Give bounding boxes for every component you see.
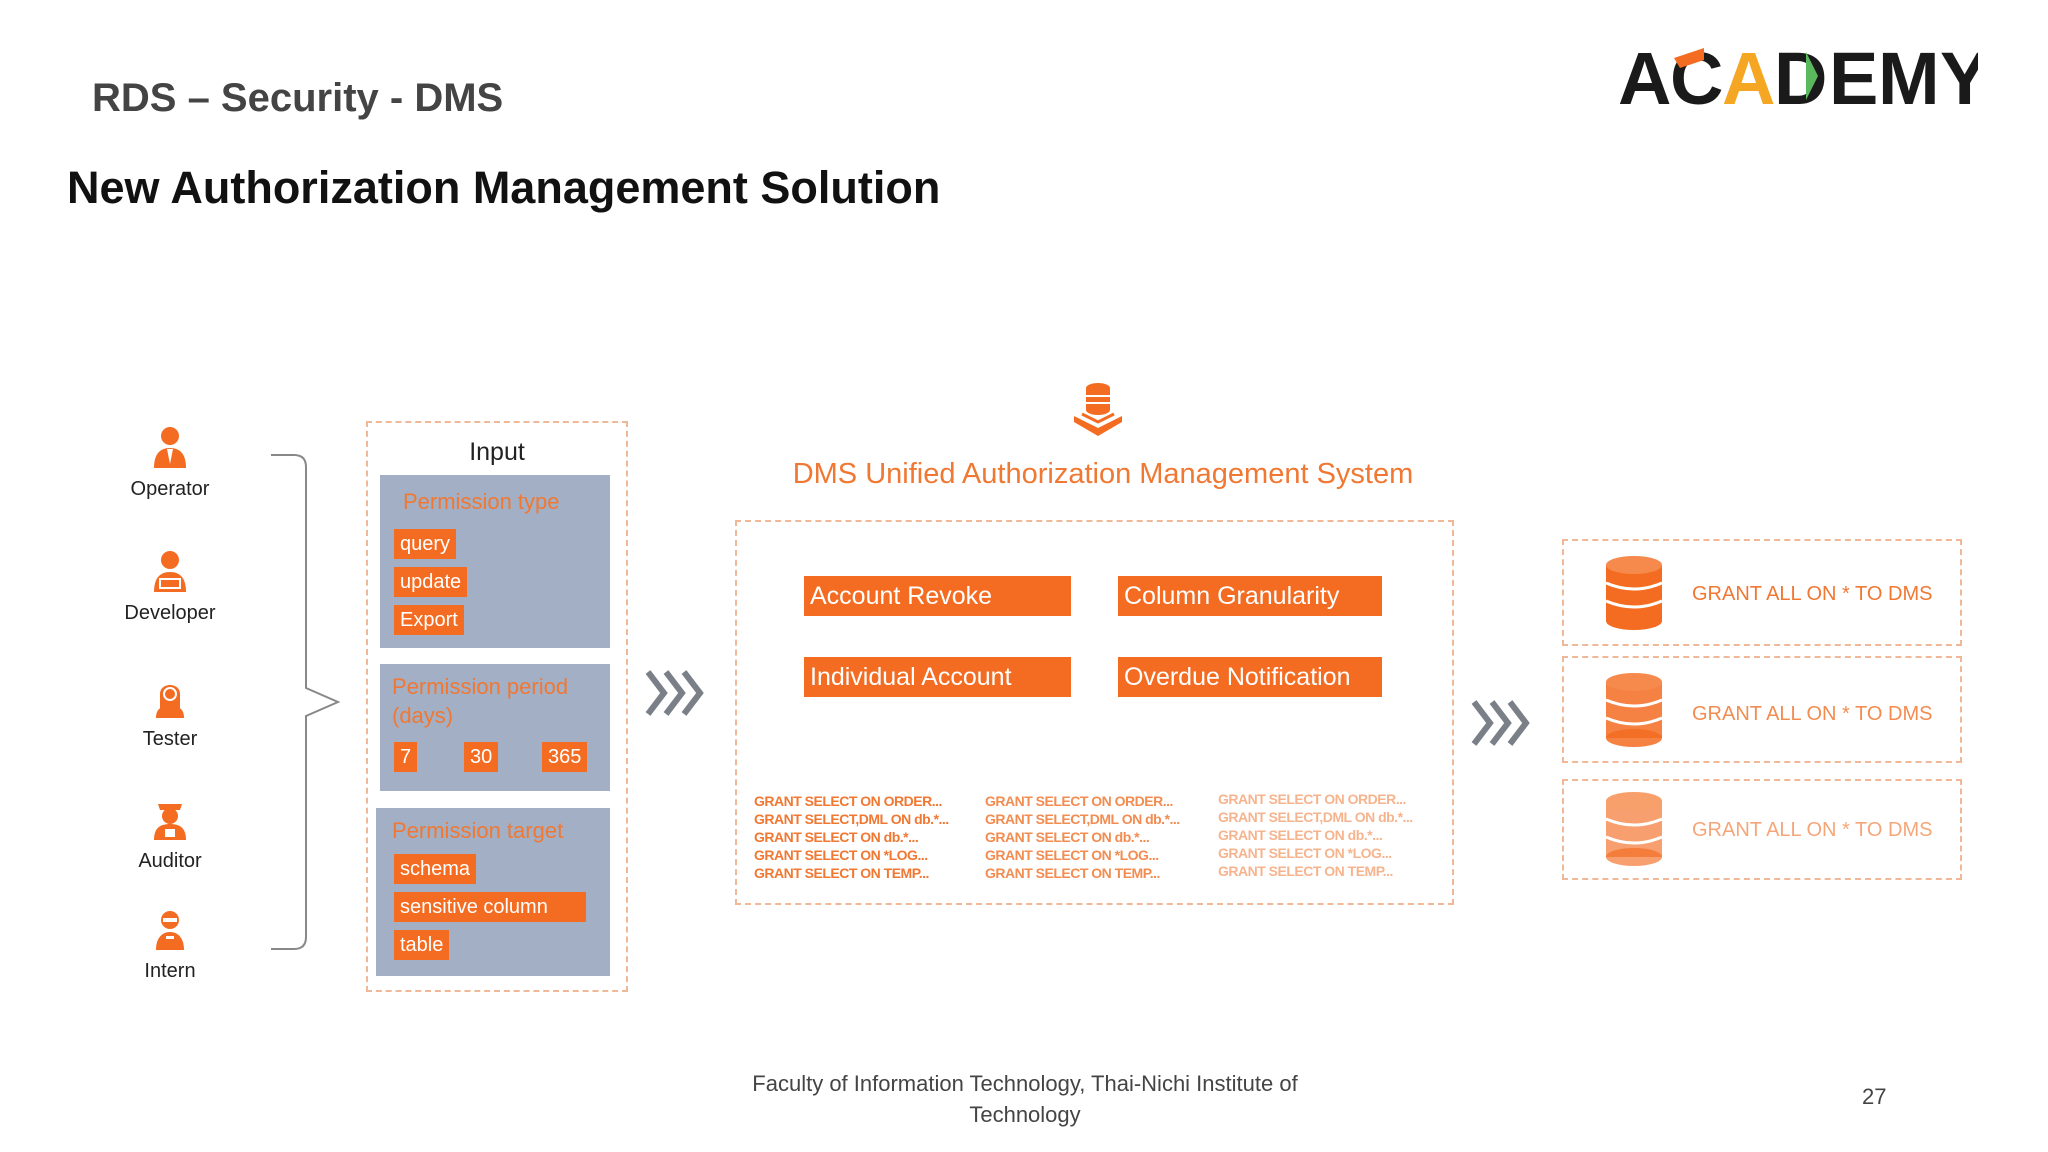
grant-statement: GRANT SELECT ON ORDER...: [985, 793, 1173, 809]
grant-statement-list: GRANT SELECT ON ORDER... GRANT SELECT,DM…: [754, 792, 949, 882]
feature-overdue-notification: Overdue Notification: [1118, 657, 1382, 697]
flow-arrow-icon: [1471, 700, 1530, 746]
footer-text: Faculty of Information Technology, Thai-…: [700, 1068, 1350, 1130]
system-title: DMS Unified Authorization Management Sys…: [792, 458, 1414, 490]
database-icon: [1605, 792, 1663, 866]
role-label: Intern: [144, 960, 196, 982]
permission-target-option[interactable]: table: [394, 930, 450, 960]
flow-arrow-icon: [645, 670, 704, 716]
slide-title: RDS – Security - DMS: [92, 76, 504, 120]
grant-statement: GRANT SELECT,DML ON db.*...: [1218, 809, 1413, 825]
grant-statement: GRANT SELECT ON *LOG...: [1218, 845, 1392, 861]
permission-period-title: Permission period: [392, 674, 569, 699]
grant-statement: GRANT SELECT ON TEMP...: [754, 865, 929, 881]
roles-bracket: [271, 454, 341, 950]
permission-period-unit: (days): [392, 703, 454, 728]
grant-statement: GRANT SELECT ON TEMP...: [985, 865, 1160, 881]
permission-period-option[interactable]: 7: [394, 742, 418, 772]
grant-statement: GRANT SELECT ON db.*...: [1218, 827, 1383, 843]
grant-statement: GRANT SELECT ON *LOG...: [985, 847, 1159, 863]
permission-target-title: Permission target: [392, 818, 564, 843]
svg-text:Y: Y: [1940, 37, 1978, 116]
role-developer: Developer: [90, 548, 250, 625]
tester-icon: [156, 685, 184, 718]
svg-text:E: E: [1829, 37, 1878, 116]
page-number: 27: [1862, 1084, 1887, 1109]
role-label: Developer: [124, 602, 216, 624]
grant-statement: GRANT SELECT ON ORDER...: [1218, 791, 1406, 807]
grant-statement: GRANT SELECT ON *LOG...: [754, 847, 928, 863]
grant-statement-list: GRANT SELECT ON ORDER... GRANT SELECT,DM…: [1218, 790, 1413, 880]
svg-text:C: C: [1670, 37, 1723, 116]
output-grant-label: GRANT ALL ON * TO DMS: [1692, 703, 1933, 725]
output-grant-box: GRANT ALL ON * TO DMS: [1562, 779, 1962, 880]
feature-individual-account: Individual Account: [804, 657, 1071, 697]
permission-target-section: Permission target schema sensitive colum…: [376, 808, 610, 976]
svg-text:A: A: [1618, 37, 1671, 116]
output-grant-label: GRANT ALL ON * TO DMS: [1692, 819, 1933, 841]
output-grant-label: GRANT ALL ON * TO DMS: [1692, 583, 1933, 605]
role-label: Auditor: [138, 850, 202, 872]
footer-line: Technology: [969, 1102, 1081, 1127]
grant-statement: GRANT SELECT,DML ON db.*...: [754, 811, 949, 827]
role-label: Operator: [130, 478, 210, 500]
feature-column-granularity: Column Granularity: [1118, 576, 1382, 616]
permission-period-option[interactable]: 30: [464, 742, 499, 772]
role-tester: Tester: [90, 674, 250, 751]
grant-statement: GRANT SELECT ON TEMP...: [1218, 863, 1393, 879]
grant-statement: GRANT SELECT ON db.*...: [754, 829, 919, 845]
role-auditor: Auditor: [90, 796, 250, 873]
database-icon: [1605, 556, 1663, 630]
database-icon: [1605, 673, 1663, 747]
svg-text:A: A: [1722, 37, 1775, 116]
permission-period-option[interactable]: 365: [542, 742, 588, 772]
grant-statement-list: GRANT SELECT ON ORDER... GRANT SELECT,DM…: [985, 792, 1180, 882]
permission-period-section: Permission period (days) 7 30 365: [380, 664, 610, 791]
footer-line: Faculty of Information Technology, Thai-…: [752, 1071, 1298, 1096]
output-grant-box: GRANT ALL ON * TO DMS: [1562, 539, 1962, 646]
permission-type-option[interactable]: Export: [394, 605, 464, 635]
feature-account-revoke: Account Revoke: [804, 576, 1071, 616]
database-stack-icon: [1074, 383, 1122, 436]
input-panel: [366, 421, 628, 992]
intern-icon: [156, 911, 184, 950]
developer-icon: [154, 551, 186, 592]
operator-icon: [154, 427, 186, 468]
grant-statement: GRANT SELECT,DML ON db.*...: [985, 811, 1180, 827]
svg-text:M: M: [1878, 37, 1940, 116]
role-operator: Operator: [90, 424, 250, 501]
slide-subtitle: New Authorization Management Solution: [67, 162, 941, 213]
permission-type-option[interactable]: query: [394, 529, 457, 559]
permission-target-option[interactable]: schema: [394, 854, 477, 884]
grant-statement: GRANT SELECT ON ORDER...: [754, 793, 942, 809]
role-intern: Intern: [90, 906, 250, 983]
system-box: [735, 520, 1454, 905]
permission-target-option[interactable]: sensitive column: [394, 892, 586, 922]
auditor-icon: [154, 804, 186, 840]
input-heading: Input: [469, 438, 525, 466]
permission-type-option[interactable]: update: [394, 567, 468, 597]
output-grant-box: GRANT ALL ON * TO DMS: [1562, 656, 1962, 763]
role-label: Tester: [142, 728, 198, 750]
permission-type-section: Permission type query update Export: [380, 475, 610, 648]
grant-statement: GRANT SELECT ON db.*...: [985, 829, 1150, 845]
permission-type-title: Permission type: [403, 489, 560, 514]
academy-logo: A C A D E M Y: [1618, 37, 1978, 116]
svg-text:D: D: [1774, 37, 1827, 116]
